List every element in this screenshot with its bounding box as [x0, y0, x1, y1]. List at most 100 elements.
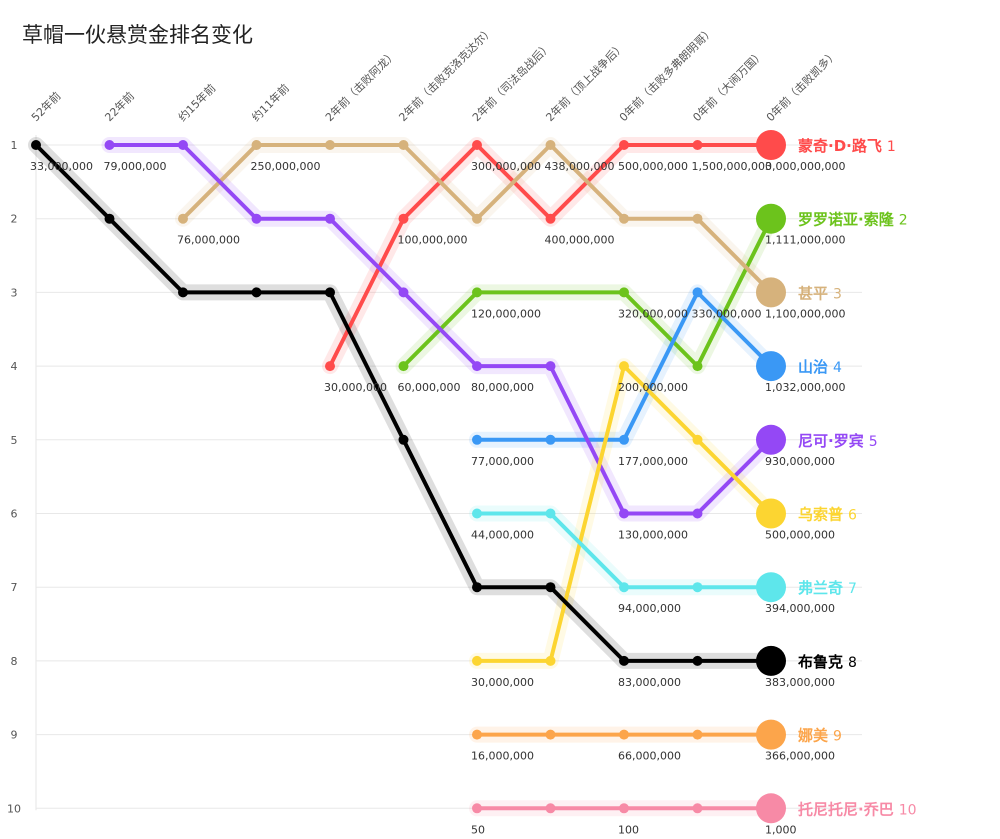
x-column-label: 22年前 — [102, 89, 137, 124]
data-point — [619, 803, 629, 814]
data-point — [545, 655, 556, 666]
bounty-label: 77,000,000 — [471, 455, 534, 468]
data-point — [619, 729, 629, 740]
x-column-label: 0年前（击败凯多） — [763, 47, 840, 124]
data-point — [692, 213, 703, 224]
y-tick-label: 5 — [11, 434, 18, 447]
data-point — [692, 803, 703, 814]
bounty-label: 120,000,000 — [471, 307, 541, 320]
data-point — [692, 434, 703, 445]
series-end-marker — [756, 719, 786, 750]
data-point — [619, 655, 629, 666]
data-point — [472, 287, 482, 298]
data-point — [545, 803, 556, 814]
bounty-label: 320,000,000 — [618, 307, 688, 320]
data-point — [472, 213, 482, 224]
bounty-label: 33,000,000 — [30, 160, 93, 173]
data-point — [692, 729, 703, 740]
y-tick-label: 1 — [11, 139, 18, 152]
bounty-label: 200,000,000 — [618, 381, 688, 394]
data-point — [692, 140, 703, 150]
data-point — [251, 213, 262, 224]
bounty-label: 300,000,000 — [471, 160, 541, 173]
data-point — [398, 213, 409, 224]
data-point — [692, 508, 703, 519]
series-points — [31, 130, 786, 824]
data-point — [692, 287, 703, 298]
data-point — [619, 582, 629, 593]
bounty-label: 66,000,000 — [618, 750, 681, 763]
bounty-label: 94,000,000 — [618, 602, 681, 615]
bounty-label: 394,000,000 — [765, 602, 835, 615]
data-point — [178, 213, 188, 224]
data-point — [325, 287, 335, 298]
series-end-marker — [756, 130, 786, 160]
series-line — [328, 143, 773, 369]
y-tick-label: 7 — [11, 581, 18, 594]
data-point — [325, 361, 335, 372]
bounty-label: 16,000,000 — [471, 750, 534, 763]
data-point — [545, 213, 556, 224]
x-column-label: 2年前（击败阿龙） — [322, 47, 399, 124]
series-end-marker — [756, 277, 786, 308]
data-point — [178, 140, 188, 150]
data-point — [472, 655, 482, 666]
bounty-label: 130,000,000 — [618, 529, 688, 542]
bounty-label: 100 — [618, 823, 639, 836]
series-end-marker — [756, 351, 786, 382]
bounty-label: 930,000,000 — [765, 455, 835, 468]
series-end-marker — [756, 203, 786, 234]
bounty-label: 383,000,000 — [765, 676, 835, 689]
x-column-label: 2年前（司法岛战后） — [469, 39, 554, 124]
data-point — [104, 213, 115, 224]
data-point — [472, 361, 482, 372]
data-point — [545, 140, 556, 150]
data-point — [472, 729, 482, 740]
bounty-label: 330,000,000 — [692, 307, 762, 320]
chart-title: 草帽一伙悬赏金排名变化 — [22, 23, 253, 47]
data-point — [545, 729, 556, 740]
bounty-label: 3,000,000,000 — [765, 160, 845, 173]
bounty-label: 50 — [471, 823, 485, 836]
bounty-label: 80,000,000 — [471, 381, 534, 394]
data-point — [545, 434, 556, 445]
data-point — [251, 140, 262, 150]
bounty-label: 1,000 — [765, 823, 797, 836]
data-point — [619, 140, 629, 150]
x-column-label: 约15年前 — [175, 81, 218, 124]
y-tick-label: 2 — [11, 213, 18, 226]
value-labels: 30,000,000100,000,000300,000,000400,000,… — [30, 160, 845, 836]
data-point — [472, 508, 482, 519]
data-point — [692, 361, 703, 372]
series-end-marker — [756, 645, 786, 676]
x-column-label: 2年前（顶上战争后） — [543, 39, 628, 124]
bounty-label: 1,032,000,000 — [765, 381, 845, 394]
bounty-label: 366,000,000 — [765, 750, 835, 763]
data-point — [619, 508, 629, 519]
y-tick-label: 10 — [7, 802, 21, 815]
data-point — [178, 287, 188, 298]
y-tick-label: 6 — [11, 508, 18, 521]
data-point — [619, 287, 629, 298]
data-point — [692, 655, 703, 666]
series-end-marker — [756, 498, 786, 529]
bounty-label: 76,000,000 — [177, 234, 240, 247]
data-point — [545, 361, 556, 372]
bounty-label: 438,000,000 — [545, 160, 615, 173]
data-point — [104, 140, 115, 150]
x-column-label: 0年前（大闹万国） — [690, 47, 767, 124]
data-point — [619, 434, 629, 445]
series-end-marker — [756, 793, 786, 824]
bounty-label: 79,000,000 — [104, 160, 167, 173]
y-tick-label: 8 — [11, 655, 18, 668]
data-point — [325, 140, 335, 150]
